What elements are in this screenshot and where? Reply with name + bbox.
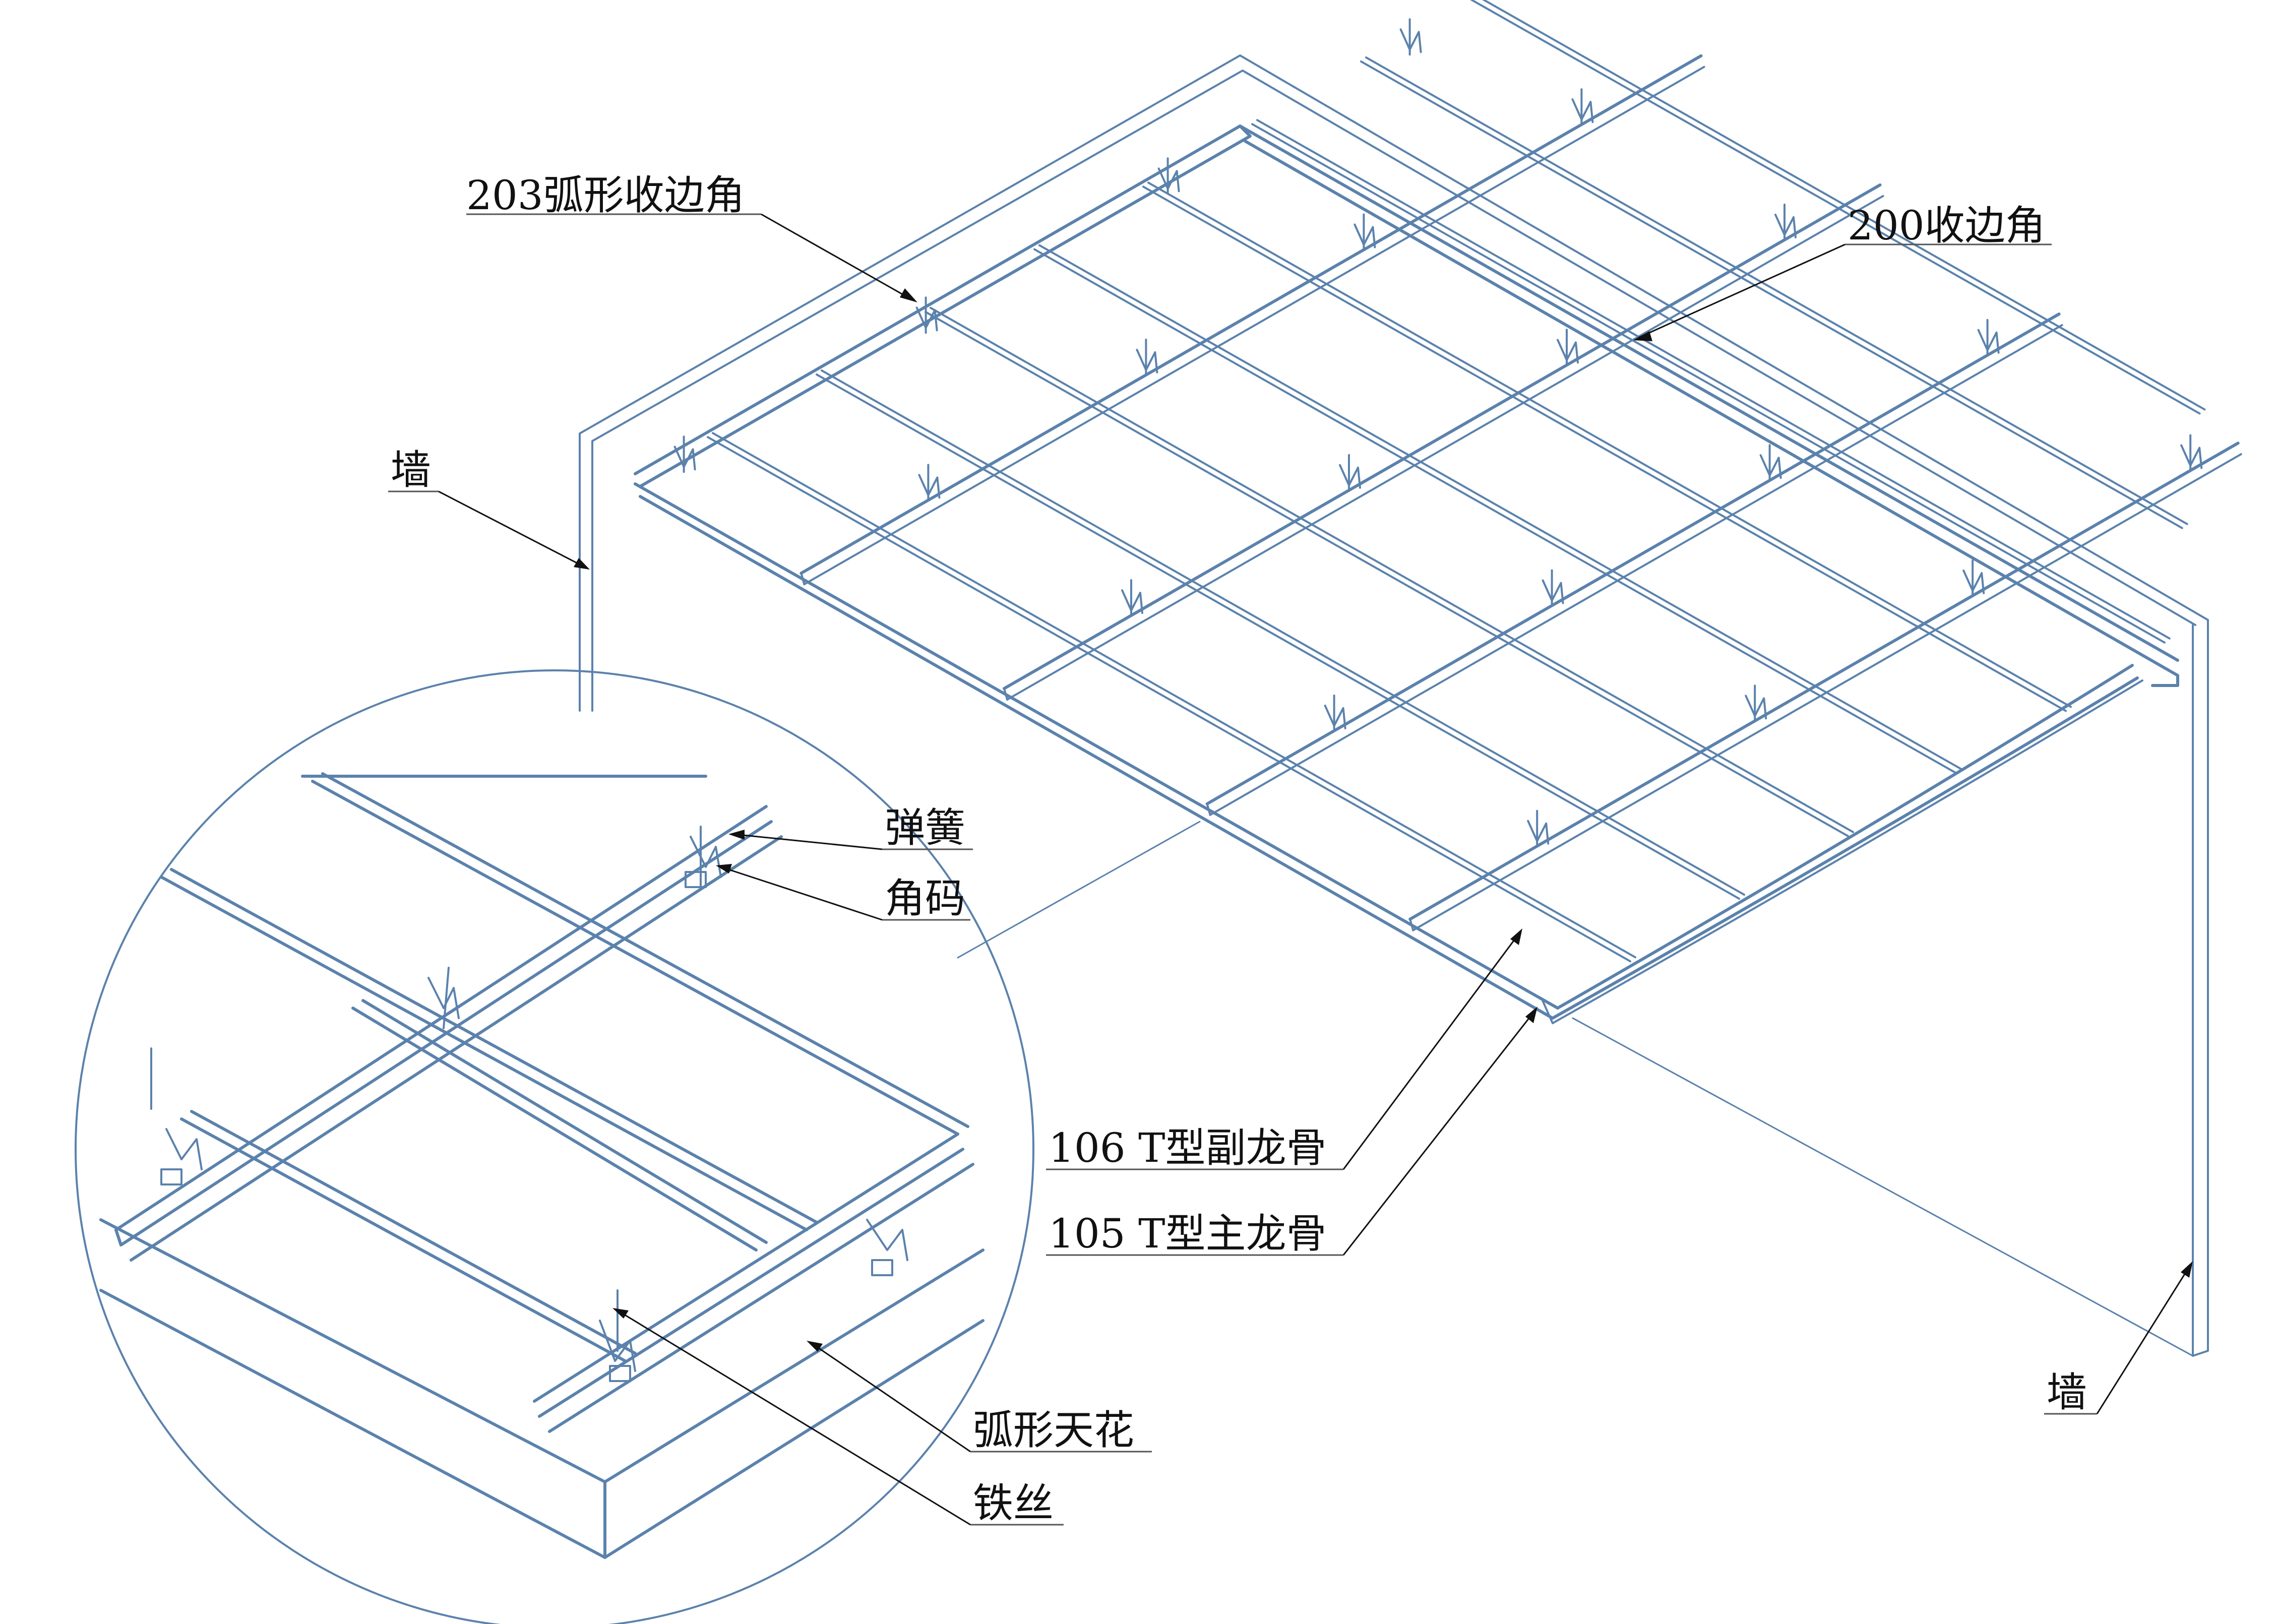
spring — [2180, 444, 2203, 469]
cross-tee — [1469, 0, 2201, 415]
label-wall-left: 墙 — [391, 447, 431, 493]
spring — [673, 446, 696, 471]
ceiling-grid — [634, 0, 2242, 1024]
cross-tee-edge — [712, 432, 1636, 959]
spring — [1339, 464, 1361, 489]
label-edge-arc: 203弧形收边角 — [466, 172, 745, 219]
spring — [1324, 704, 1346, 729]
label-corner: 角码 — [885, 875, 965, 922]
cross-tee-edge — [930, 306, 1854, 833]
wall-outline — [579, 54, 2209, 1357]
spring — [1136, 348, 1158, 373]
label-cross-tee: 106 T型副龙骨 — [1049, 1125, 1326, 1171]
label-main-tee: 105 T型主龙骨 — [1049, 1210, 1326, 1257]
main-tee-end — [1003, 688, 1008, 701]
label-spring: 弹簧 — [885, 804, 965, 851]
cross-tee — [816, 373, 1740, 900]
spring — [1157, 167, 1180, 193]
spring — [1977, 329, 2000, 354]
cross-tee — [1033, 248, 1958, 775]
spring — [1557, 339, 1579, 364]
main-tee-flange — [803, 66, 1705, 586]
label-wire: 铁丝 — [973, 1480, 1054, 1527]
main-tee-end — [800, 572, 806, 586]
spring — [918, 474, 941, 499]
cross-tee-edge — [821, 369, 1745, 896]
spring — [1353, 223, 1376, 248]
detail-circle — [75, 669, 1034, 1624]
cross-tee-edge — [1482, 0, 2206, 411]
spring — [1759, 454, 1782, 479]
main-tee — [1408, 442, 2240, 921]
spring — [1121, 589, 1143, 614]
spring — [1571, 98, 1594, 123]
main-tee — [799, 54, 1703, 575]
main-tee-flange — [1006, 195, 1884, 701]
spring — [1962, 569, 1985, 594]
spring — [1745, 695, 1767, 720]
spring — [1774, 213, 1797, 238]
label-edge-200: 200收边角 — [1848, 202, 2046, 249]
cross-tee — [707, 436, 1631, 963]
spring — [1542, 579, 1564, 604]
cross-tee-edge — [1256, 119, 2171, 640]
spring — [915, 306, 938, 332]
cross-tee — [925, 310, 1849, 837]
cross-tee-edge — [1147, 181, 2072, 708]
main-tee-flange — [1209, 324, 2063, 816]
main-tee — [1003, 183, 1882, 690]
cross-tee-edge — [1365, 56, 2188, 525]
cross-tee-edge — [1038, 244, 1963, 771]
label-arc-ceiling: 弧形天花 — [973, 1407, 1134, 1454]
cross-tee — [1142, 185, 2067, 712]
cross-tee — [1251, 123, 2166, 644]
spring — [1399, 28, 1422, 53]
main-tee — [1205, 313, 2061, 805]
label-wall-right: 墙 — [2047, 1369, 2087, 1416]
main-tee-end — [1206, 802, 1211, 816]
main-tee-end — [1409, 918, 1414, 931]
cross-tee — [1360, 60, 2183, 529]
spring — [1527, 820, 1550, 845]
leader-lines — [388, 213, 2193, 1526]
